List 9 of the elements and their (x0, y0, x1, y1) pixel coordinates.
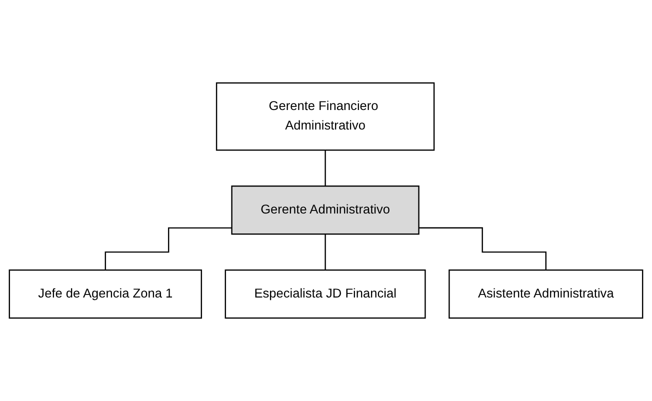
connector (418, 227, 546, 271)
node-box: Jefe de Agencia Zona 1 (8, 269, 202, 319)
node-box: Asistente Administrativa (448, 269, 644, 319)
connector (324, 150, 326, 187)
node-box: Gerente Administrativo (231, 186, 420, 235)
node-box: Gerente Financiero Administrativo (216, 82, 435, 151)
node-box: Especialista JD Financial (224, 269, 426, 319)
connector (104, 227, 232, 271)
connector (324, 233, 326, 271)
